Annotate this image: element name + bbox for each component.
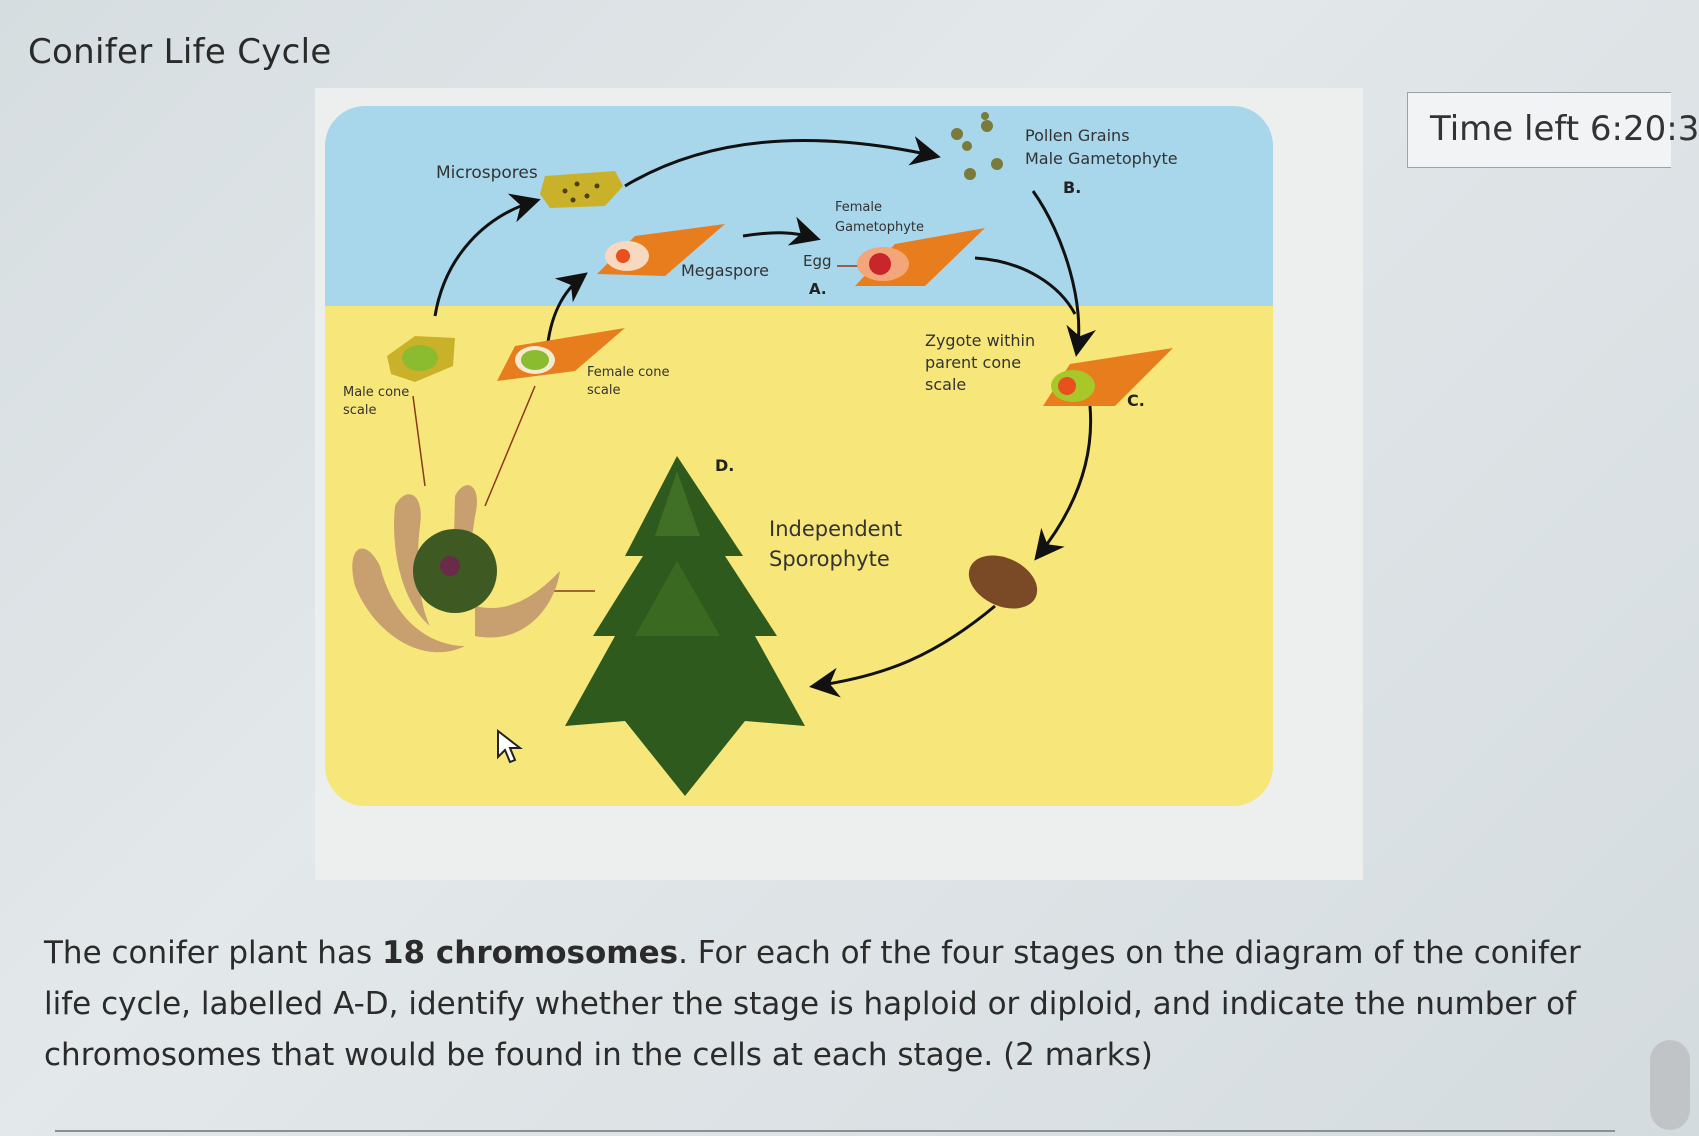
male-cone-scale xyxy=(387,336,455,382)
arrow-megaspore-to-gametophyte xyxy=(742,216,821,246)
scrollbar-thumb[interactable] xyxy=(1650,1040,1690,1130)
life-cycle-figure: Microspores Pollen Grains Male Gametophy… xyxy=(315,88,1363,880)
label-a: A. xyxy=(809,280,827,298)
cone-cluster xyxy=(352,485,560,653)
zygote-scale xyxy=(1043,348,1173,406)
label-c: C. xyxy=(1127,391,1145,410)
bottom-divider xyxy=(55,1130,1615,1132)
label-male-cone: Male cone xyxy=(343,385,409,400)
arrow-male-scale-to-microspores xyxy=(433,193,541,317)
label-male-scale: scale xyxy=(343,403,377,418)
label-male-gametophyte: Male Gametophyte xyxy=(1025,149,1178,168)
mouse-cursor-icon xyxy=(497,728,523,764)
label-female-scale: scale xyxy=(587,383,621,398)
life-cycle-diagram: Microspores Pollen Grains Male Gametophy… xyxy=(325,106,1273,806)
question-text: The conifer plant has 18 chromosomes. Fo… xyxy=(44,928,1624,1081)
arrow-seed-to-tree xyxy=(809,604,996,698)
pointer-female-cone xyxy=(484,385,536,507)
female-gametophyte-scale xyxy=(855,228,985,286)
label-d: D. xyxy=(715,456,734,475)
label-egg: Egg xyxy=(803,252,832,270)
seed xyxy=(968,555,1038,609)
label-sporophyte: Sporophyte xyxy=(769,547,890,571)
arrow-zygote-to-seed xyxy=(1034,405,1093,561)
label-megaspore: Megaspore xyxy=(681,261,769,280)
pointer-male-cone xyxy=(412,395,426,487)
arrow-gametophyte-to-zygote xyxy=(974,256,1077,315)
label-b: B. xyxy=(1063,178,1081,197)
timer-box: Time left 6:20:3 xyxy=(1407,92,1699,168)
microspores-blob xyxy=(540,171,623,208)
label-microspores: Microspores xyxy=(436,163,538,183)
question-part2: . For each of the four stages on the dia… xyxy=(44,935,1581,1073)
label-pollen-grains: Pollen Grains xyxy=(1025,126,1130,145)
label-independent: Independent xyxy=(769,517,902,541)
question-bold: 18 chromosomes xyxy=(381,935,679,971)
female-cone-scale xyxy=(497,328,625,381)
pollen-grains xyxy=(951,112,1003,180)
sky-band xyxy=(325,106,1273,321)
label-zygote-1: Zygote within xyxy=(925,331,1035,350)
label-zygote-2: parent cone xyxy=(925,353,1021,372)
arrow-pollen-to-zygote xyxy=(1031,190,1096,357)
page-title: Conifer Life Cycle xyxy=(28,32,332,72)
label-zygote-3: scale xyxy=(925,375,966,394)
spruce-tree xyxy=(565,456,805,796)
label-gametophyte: Gametophyte xyxy=(835,220,924,235)
label-female-cone: Female cone xyxy=(587,365,669,380)
timer-text: Time left 6:20:3 xyxy=(1430,109,1699,149)
question-part1: The conifer plant has xyxy=(44,935,382,971)
megaspore-scale xyxy=(597,224,725,276)
arrow-microspores-to-pollen xyxy=(624,136,941,188)
label-female: Female xyxy=(835,200,882,215)
